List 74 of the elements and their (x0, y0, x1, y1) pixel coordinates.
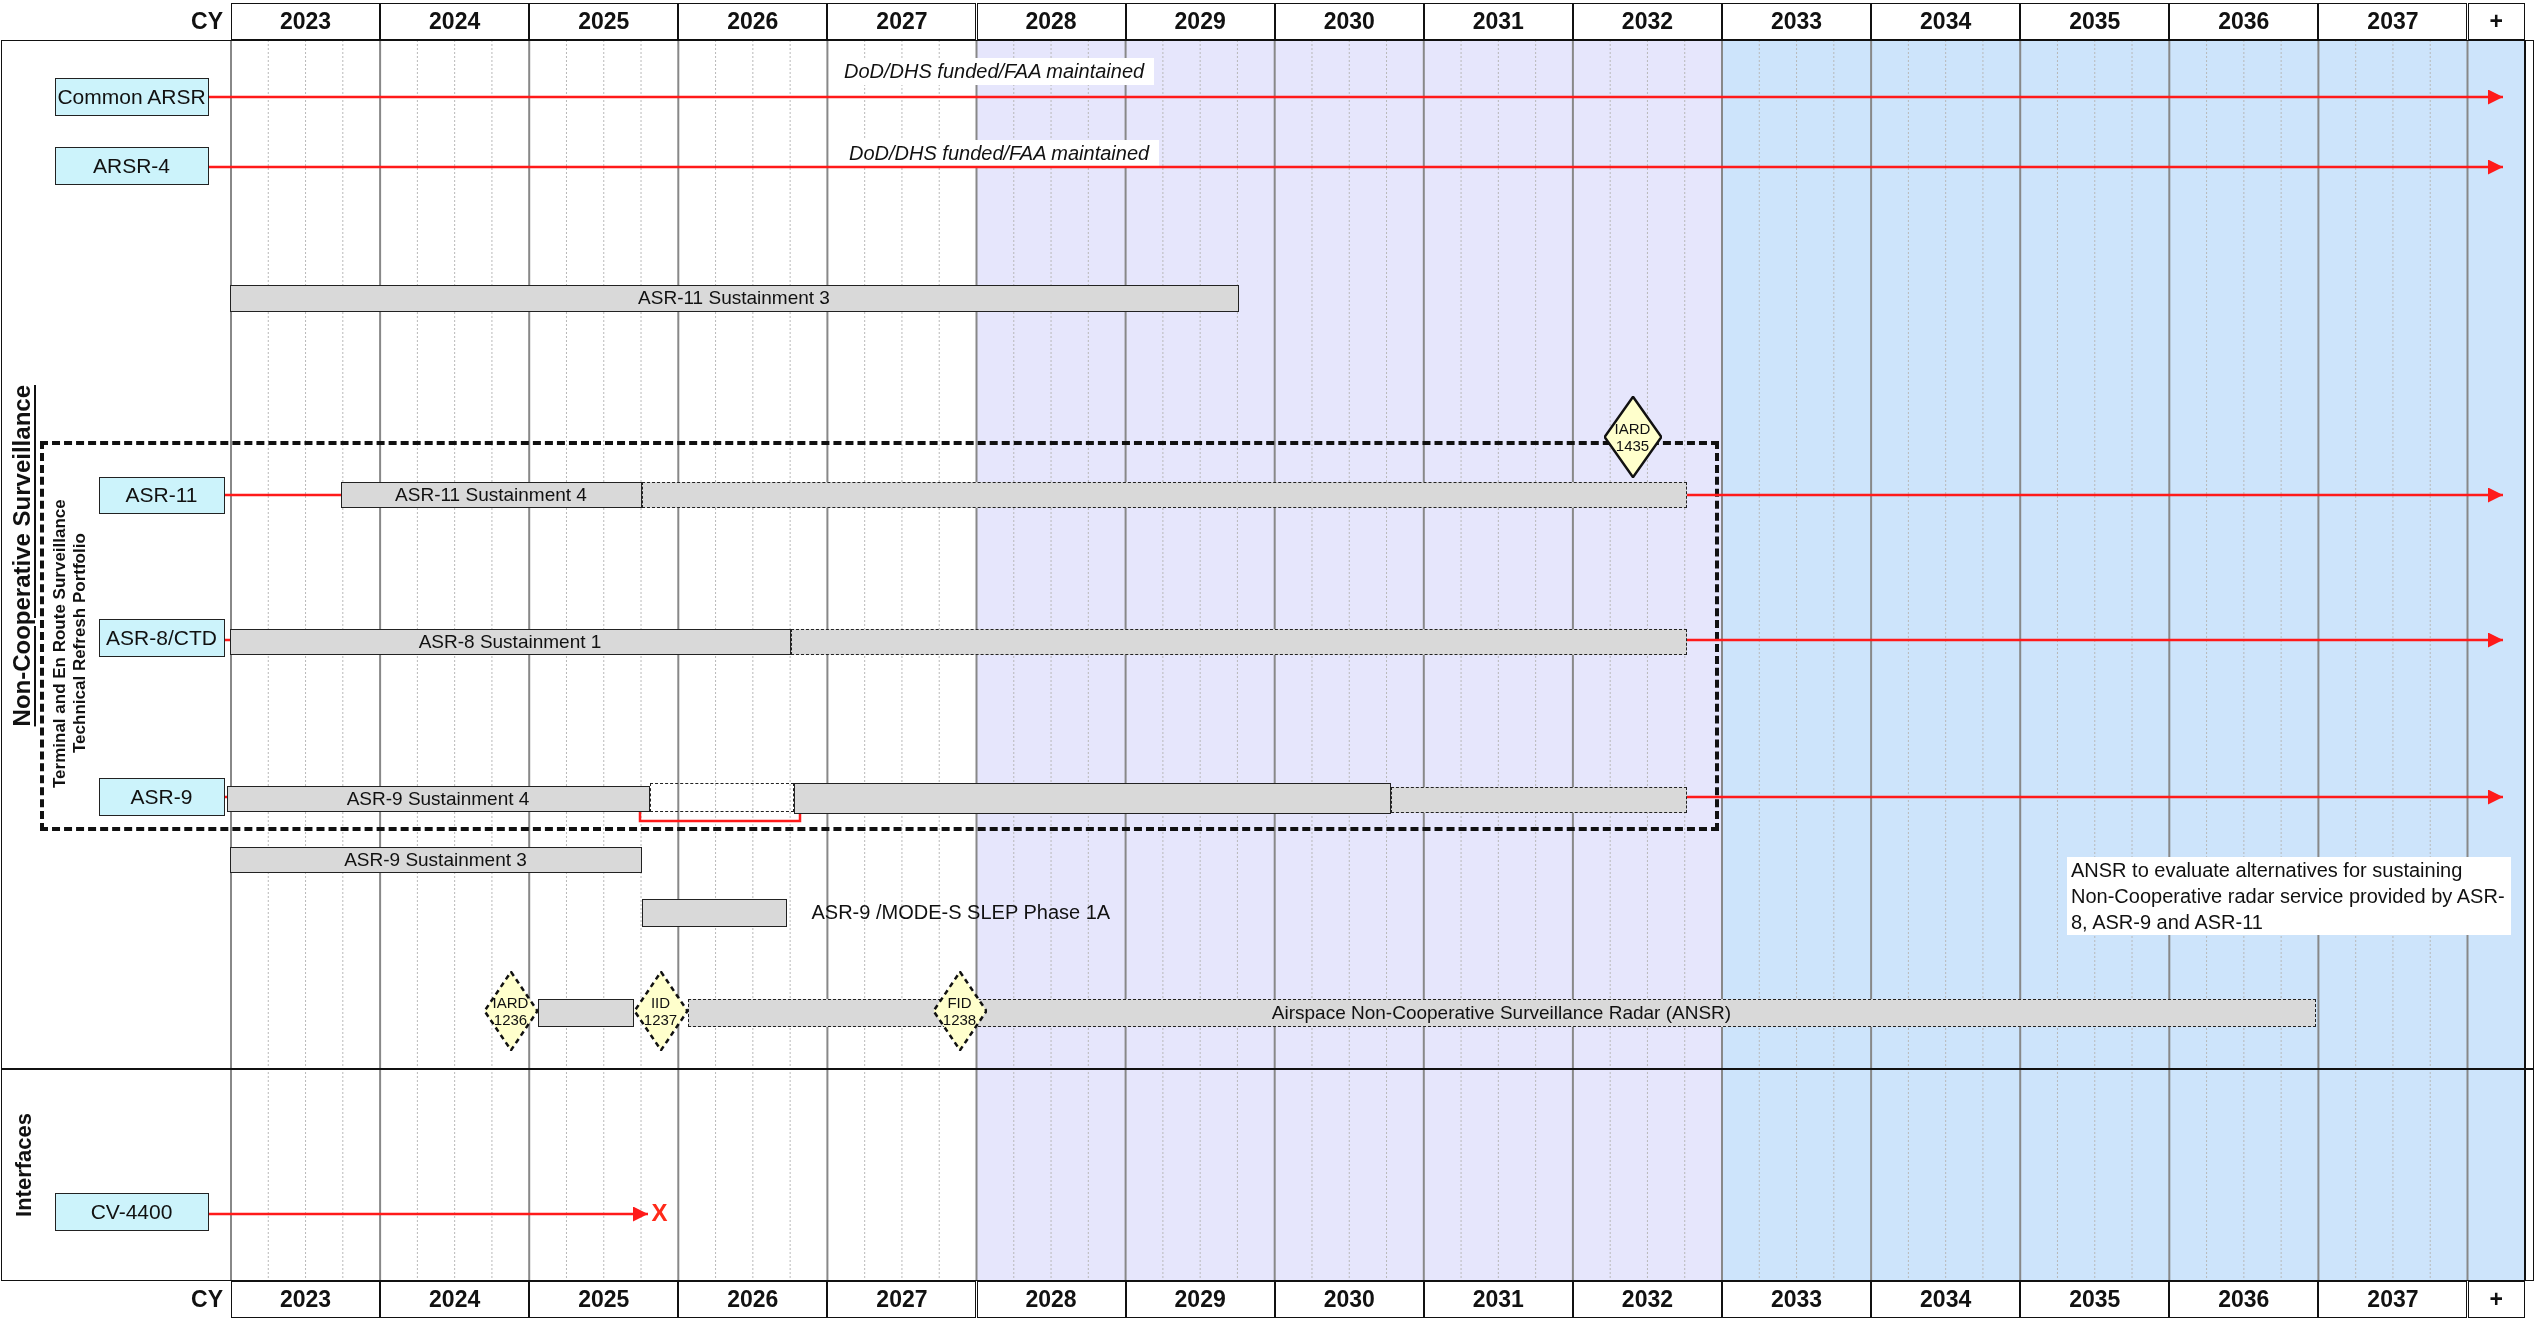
bar-caption: ASR-9 /MODE-S SLEP Phase 1A (811, 901, 1111, 924)
year-cell: 2031 (1423, 3, 1573, 40)
connector-arrow (209, 89, 2503, 105)
task-bar (641, 481, 1687, 508)
year-cell: 2024 (380, 1281, 530, 1318)
system-label-box: ASR-9 (98, 777, 225, 816)
task-bar (1390, 786, 1687, 813)
year-cell: 2023 (231, 3, 381, 40)
year-cell: 2035 (2020, 3, 2170, 40)
axis-title: CY (190, 7, 224, 36)
year-cell: 2031 (1423, 1281, 1573, 1318)
task-bar (641, 898, 787, 927)
task-bar: ASR-9 Sustainment 3 (229, 846, 642, 873)
year-cell: 2033 (1722, 1281, 1872, 1318)
year-cell: 2029 (1125, 1281, 1275, 1318)
year-cell: 2028 (976, 1281, 1126, 1318)
year-cell: 2023 (231, 1281, 381, 1318)
system-label-box: Common ARSR (54, 77, 209, 116)
swimlane-title: Interfaces (10, 1113, 36, 1217)
more-years-cell: + (2467, 1281, 2525, 1318)
system-label-box: ASR-8/CTD (98, 618, 225, 657)
task-bar: ASR-9 Sustainment 4 (226, 785, 650, 812)
task-bar: ASR-11 Sustainment 4 (340, 481, 642, 508)
year-cell: 2032 (1572, 1281, 1722, 1318)
more-years-cell: + (2467, 3, 2525, 40)
swimlane (1, 40, 2534, 1069)
swimlane-title: Non-Cooperative Surveillance (7, 385, 35, 727)
connector-line (225, 638, 230, 642)
swimlane (1, 1069, 2534, 1281)
year-cell: 2027 (827, 1281, 977, 1318)
milestone-diamond: IID 1237 (633, 970, 688, 1051)
year-cell: 2036 (2169, 3, 2319, 40)
year-cell: 2034 (1871, 3, 2021, 40)
year-cell: 2037 (2318, 1281, 2468, 1318)
year-cell: 2028 (976, 3, 1126, 40)
connector-arrow (209, 1206, 648, 1222)
year-cell: 2036 (2169, 1281, 2319, 1318)
year-cell: 2030 (1274, 1281, 1424, 1318)
task-bar (790, 628, 1687, 655)
year-cell: 2027 (827, 3, 977, 40)
task-bar: ASR-8 Sustainment 1 (229, 628, 791, 655)
year-cell: 2030 (1274, 3, 1424, 40)
group-title: Terminal and En Route Surveillance Technical Refresh Portfolio (49, 498, 90, 790)
connector-line (638, 812, 802, 823)
connector-arrow (209, 159, 2503, 175)
system-label-box: ARSR-4 (54, 146, 209, 185)
end-marker: X (647, 1197, 672, 1228)
connector-line (225, 795, 227, 799)
year-cell: 2034 (1871, 1281, 2021, 1318)
system-label-box: CV-4400 (54, 1192, 209, 1231)
year-cell: 2026 (678, 3, 828, 40)
year-cell: 2037 (2318, 3, 2468, 40)
connector-line (225, 493, 341, 497)
portfolio-group (39, 440, 1719, 831)
task-bar (537, 998, 634, 1027)
task-bar (793, 782, 1391, 814)
year-cell: 2024 (380, 3, 530, 40)
milestone-diamond: IARD 1236 (483, 970, 538, 1051)
year-cell: 2033 (1722, 3, 1872, 40)
task-bar: ASR-11 Sustainment 3 (229, 284, 1239, 312)
year-cell: 2029 (1125, 3, 1275, 40)
year-cell: 2035 (2020, 1281, 2170, 1318)
system-label-box: ASR-11 (98, 476, 225, 514)
milestone-diamond: IARD 1435 (1603, 395, 1662, 478)
connector-arrow (1687, 487, 2503, 503)
connector-arrow (1687, 789, 2503, 805)
year-cell: 2025 (529, 3, 679, 40)
year-cell: 2032 (1572, 3, 1722, 40)
axis-title: CY (190, 1285, 224, 1314)
year-cell: 2025 (529, 1281, 679, 1318)
connector-arrow (1687, 632, 2503, 648)
task-bar (649, 782, 794, 812)
note-text: ANSR to evaluate alternatives for sustaining Non-Cooperative radar service provided by ASR-8, ASR-9 and ASR-11 (2067, 857, 2511, 935)
year-cell: 2026 (678, 1281, 828, 1318)
